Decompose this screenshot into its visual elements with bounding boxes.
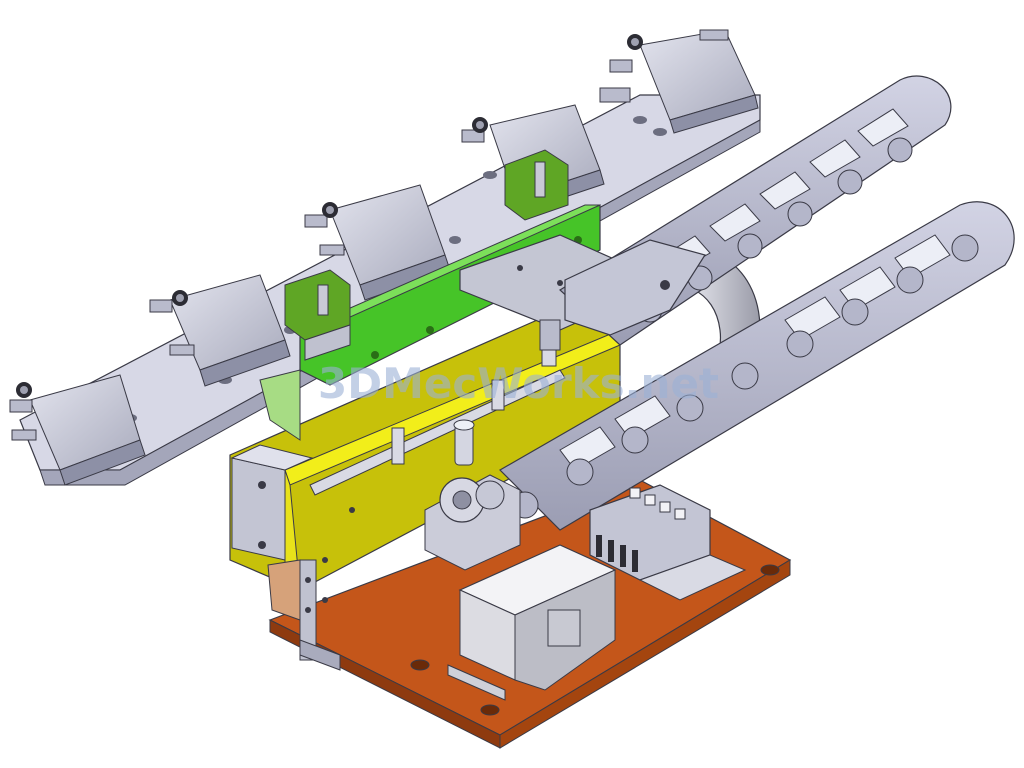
chain-end-bracket [564, 239, 706, 336]
green-block-right [504, 149, 569, 221]
gripper-unit-3 [304, 184, 451, 301]
valve-manifold [589, 484, 747, 601]
gripper-unit-5 [599, 29, 759, 134]
green-plate-back [259, 369, 301, 441]
front-l-bracket [267, 559, 341, 671]
cable-chain-lower [499, 201, 1015, 531]
gripper-unit-1 [9, 374, 146, 486]
rotary-actuator [424, 419, 521, 571]
electrical-box [447, 544, 617, 701]
green-block-left [284, 269, 351, 361]
motor-block [230, 444, 314, 561]
watermark-text: 3DMecWorks.net [318, 359, 719, 408]
gripper-unit-2 [149, 274, 291, 387]
